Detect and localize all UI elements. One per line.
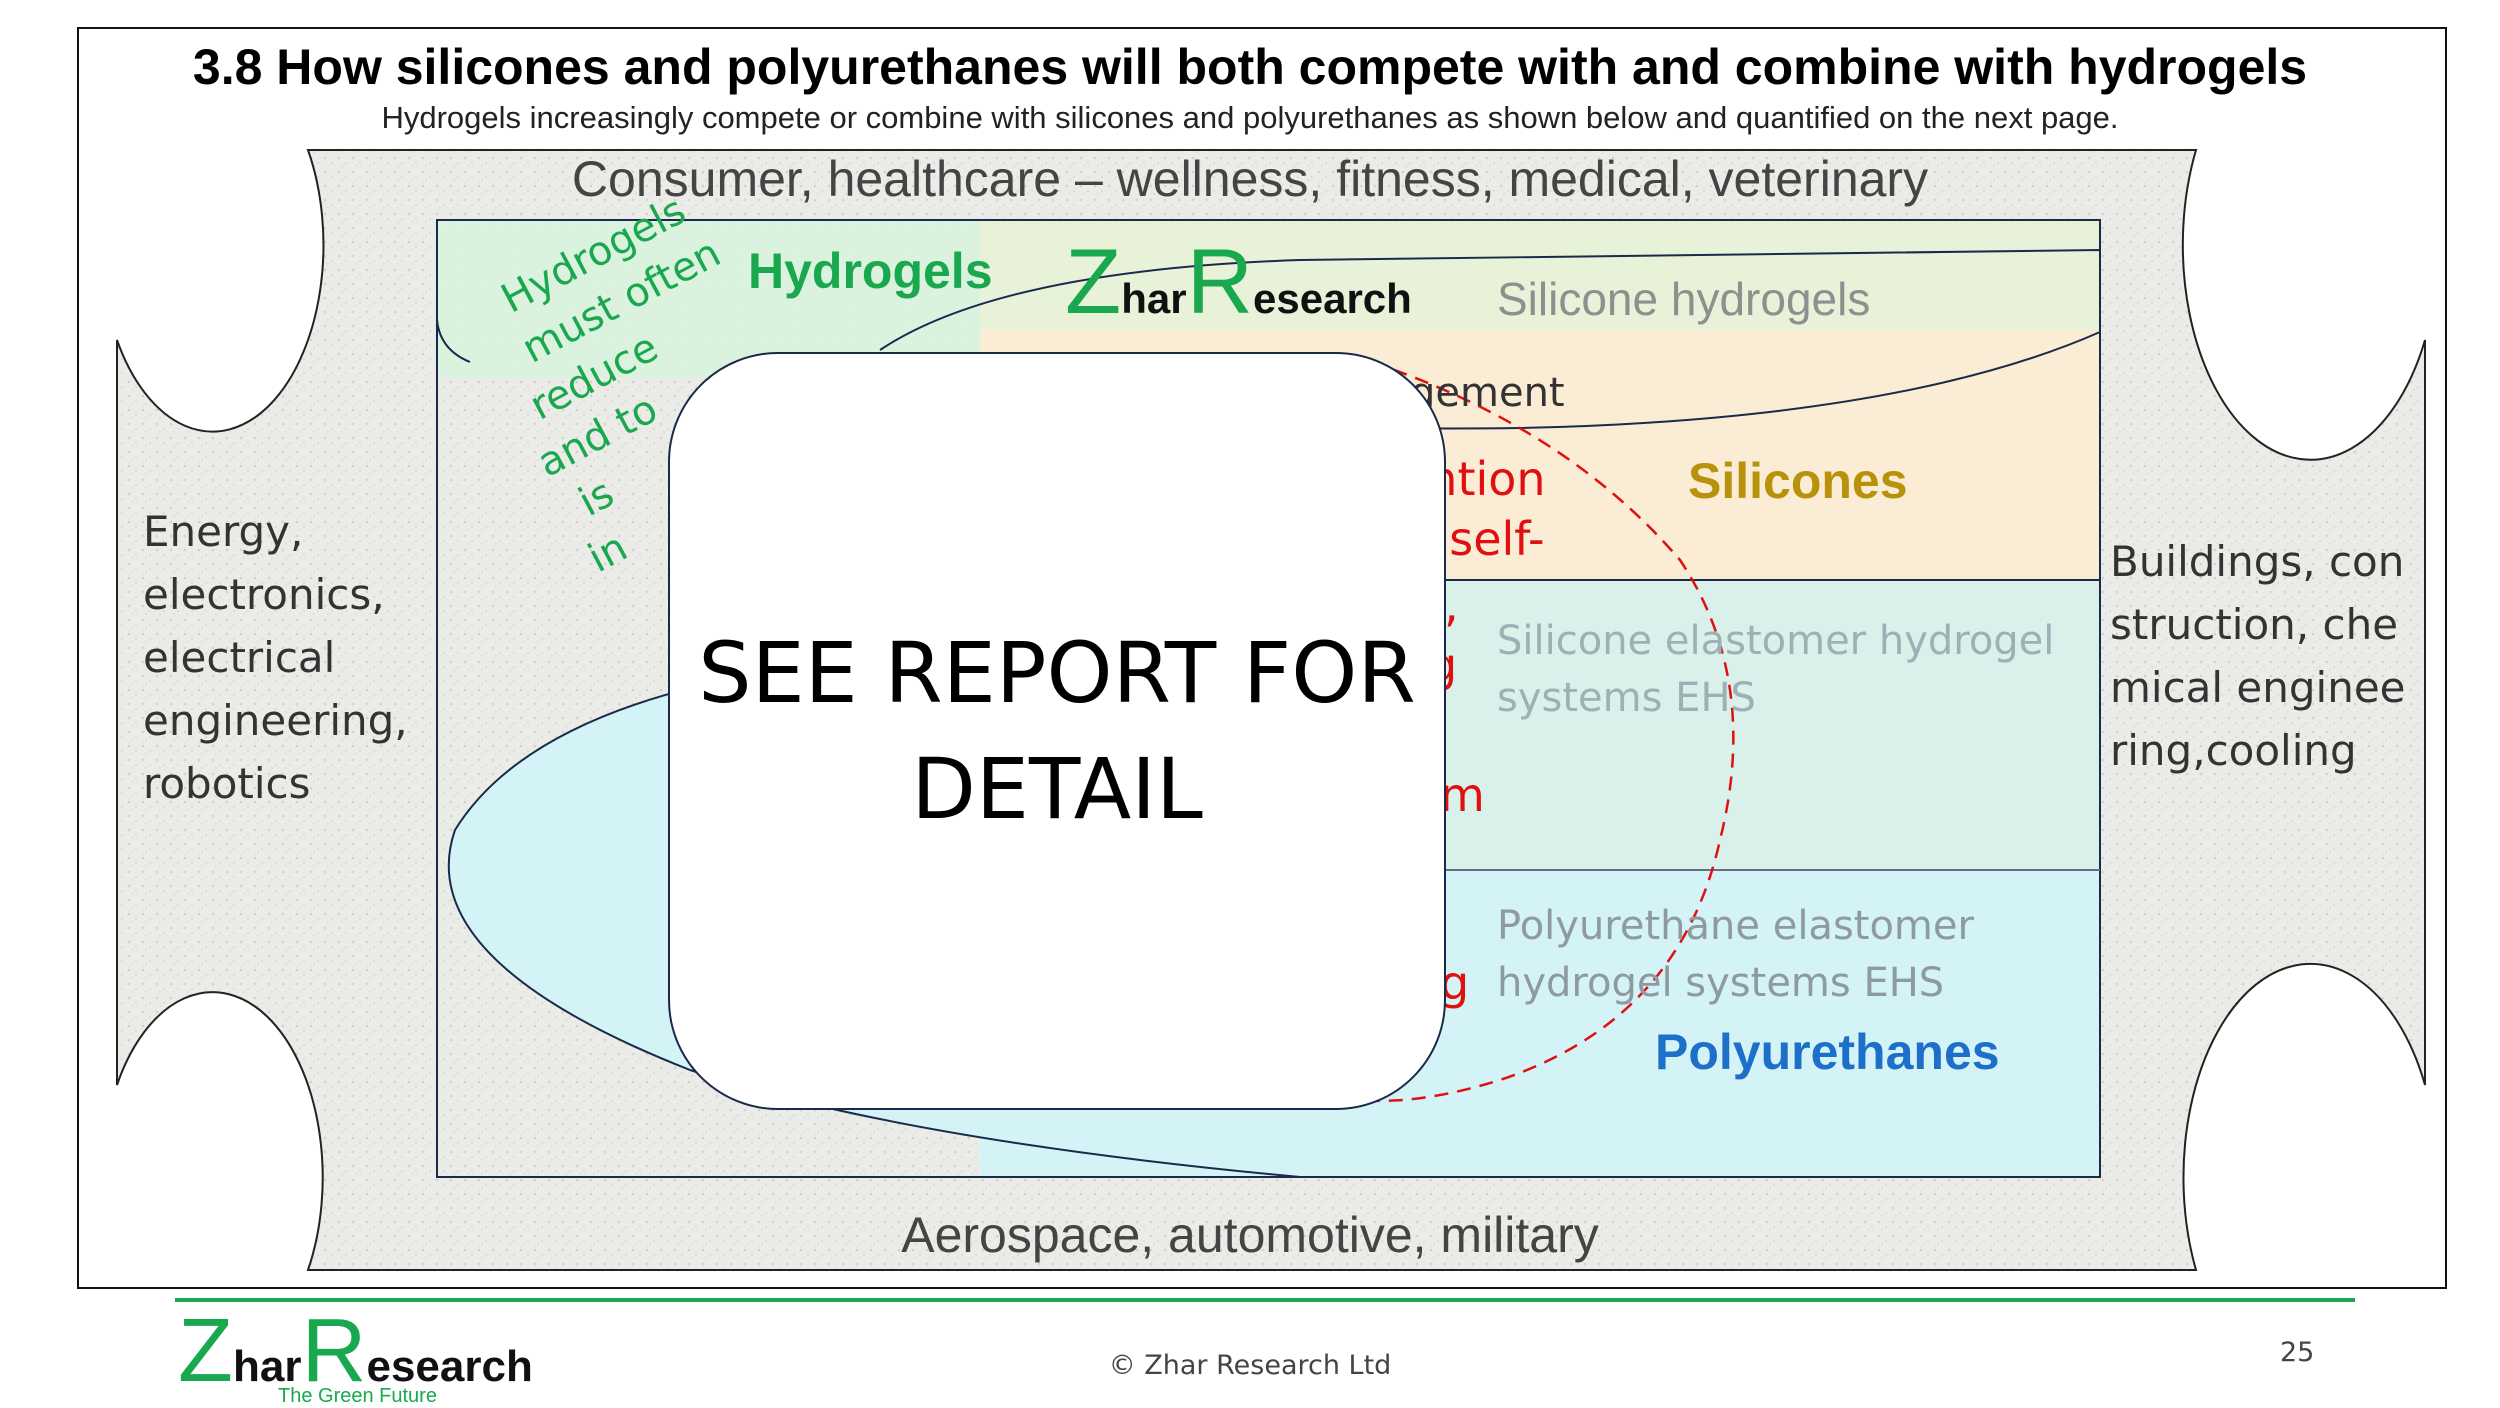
footer-logo-esearch: esearch bbox=[366, 1342, 533, 1391]
slide-title: 3.8 How silicones and polyurethanes will… bbox=[192, 39, 2308, 95]
logo-tagline: The Green Future bbox=[278, 1385, 437, 1407]
region-top-label: Consumer, healthcare – wellness, fitness… bbox=[571, 151, 1929, 207]
logo-har: har bbox=[1121, 275, 1187, 322]
footer-logo-r: R bbox=[301, 1301, 367, 1401]
footer-logo-har: har bbox=[232, 1342, 302, 1391]
zhar-logo-center: ZharResearch bbox=[1065, 230, 1412, 335]
logo-esearch: esearch bbox=[1253, 275, 1412, 322]
logo-z: Z bbox=[1065, 231, 1122, 333]
silicone-hydrogels-label: Silicone hydrogels bbox=[1497, 273, 1871, 325]
hydrogels-region bbox=[435, 220, 1020, 378]
hydrogels-label: Hydrogels bbox=[748, 243, 993, 299]
dashed-red-ellipse bbox=[1349, 353, 1735, 1103]
polyurethane-ehs-label: Polyurethane elastomer hydrogel systems … bbox=[1497, 903, 1974, 1006]
region-left-label: Energy, electronics, electrical engineer… bbox=[143, 507, 408, 808]
inner-box bbox=[436, 219, 2101, 1178]
hydrogel-curve bbox=[436, 319, 471, 363]
slide-subtitle: Hydrogels increasingly compete or combin… bbox=[381, 100, 2119, 135]
footer-logo-z: Z bbox=[178, 1301, 233, 1401]
region-right-label: Buildings, construction, chemical engine… bbox=[2110, 537, 2406, 775]
silicone-ehs-label: Silicone elastomer hydrogel systems EHS bbox=[1497, 618, 2055, 721]
silicones-label: Silicones bbox=[1688, 453, 1908, 509]
fragment-gement: gement bbox=[1410, 370, 1565, 416]
logo-r: R bbox=[1186, 231, 1254, 333]
fragment-m: m bbox=[1440, 768, 1485, 822]
slide-frame bbox=[77, 27, 2447, 1289]
copyright-text: © Zhar Research Ltd bbox=[1108, 1350, 1392, 1381]
footer-divider bbox=[175, 1298, 2355, 1302]
see-report-overlay: SEE REPORT FOR DETAIL bbox=[668, 352, 1446, 1110]
polyurethanes-label: Polyurethanes bbox=[1655, 1024, 2000, 1080]
region-bottom-label: Aerospace, automotive, military bbox=[901, 1207, 1599, 1263]
zhar-logo-footer: ZharResearch bbox=[178, 1300, 533, 1403]
page-number: 25 bbox=[2280, 1337, 2315, 1368]
overlay-text: SEE REPORT FOR DETAIL bbox=[698, 624, 1416, 838]
